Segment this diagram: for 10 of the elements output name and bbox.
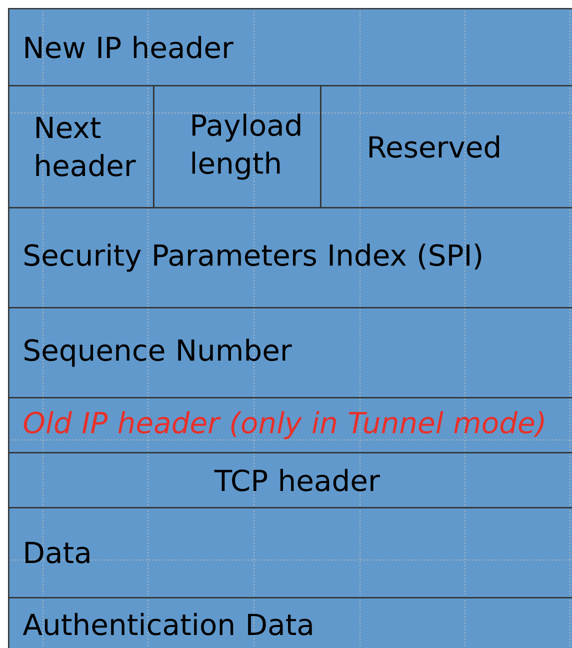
field-cell: Sequence Number: [8, 307, 572, 398]
field-cell: Security Parameters Index (SPI): [8, 207, 572, 308]
field-cell: TCP header: [8, 452, 572, 508]
field-cell: Authentication Data: [8, 597, 572, 648]
field-cell: Next header: [8, 85, 154, 208]
field-cell: Reserved: [320, 85, 572, 208]
field-cell: Old IP header (only in Tunnel mode): [8, 397, 572, 454]
field-cell: Data: [8, 507, 572, 598]
field-cell: Payload length: [153, 85, 322, 208]
field-cell: New IP header: [8, 8, 572, 86]
